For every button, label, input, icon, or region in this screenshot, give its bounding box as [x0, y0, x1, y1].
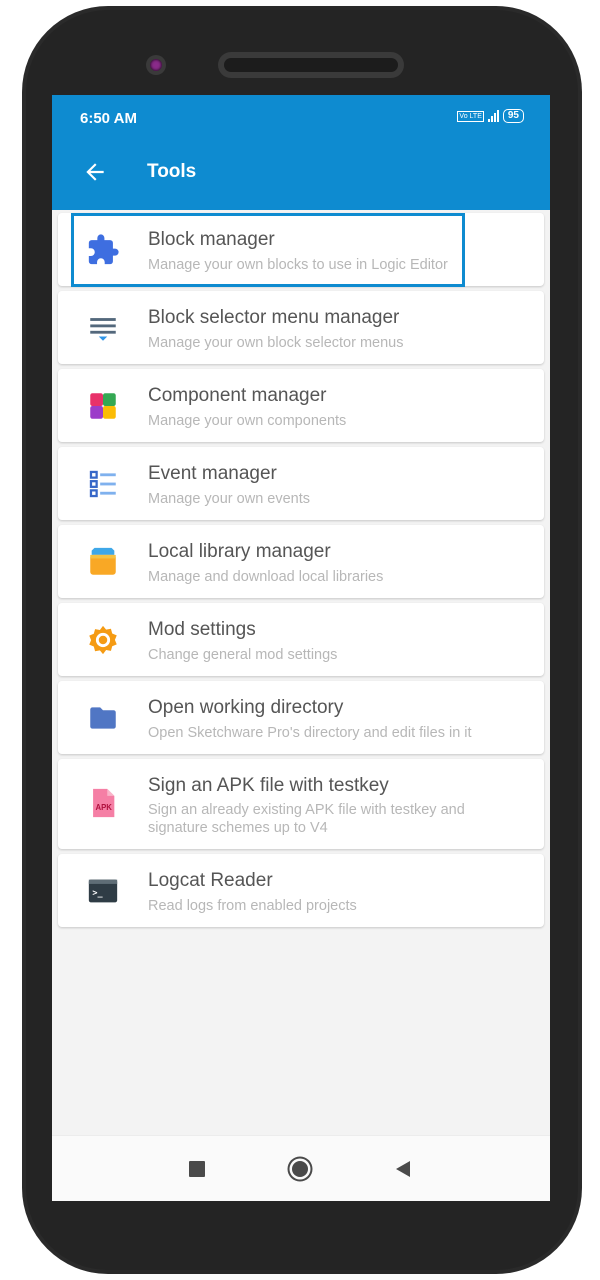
- tool-item-sign-apk[interactable]: APK Sign an APK file with testkey Sign a…: [58, 759, 544, 849]
- tool-title: Open working directory: [148, 697, 344, 718]
- tool-title: Mod settings: [148, 619, 256, 640]
- tool-title: Block selector menu manager: [148, 307, 400, 328]
- tool-title: Sign an APK file with testkey: [148, 775, 389, 796]
- tool-item-mod-settings[interactable]: Mod settings Change general mod settings: [58, 603, 544, 676]
- menu-list-icon: [90, 318, 116, 341]
- tool-subtitle: Change general mod settings: [148, 647, 338, 663]
- app-bar: Tools: [52, 135, 550, 210]
- library-box-icon: [90, 547, 116, 575]
- puzzle-icon: [88, 234, 119, 265]
- back-arrow-icon[interactable]: [82, 159, 108, 185]
- tool-title: Event manager: [148, 463, 277, 484]
- square-icon: [189, 1161, 205, 1177]
- volte-icon: Vo LTE: [457, 110, 484, 122]
- battery-icon: 95: [502, 109, 524, 123]
- page-title: Tools: [147, 161, 197, 182]
- tool-item-logcat-reader[interactable]: >_ Logcat Reader Read logs from enabled …: [58, 854, 544, 927]
- tool-item-local-library-manager[interactable]: Local library manager Manage and downloa…: [58, 525, 544, 598]
- tool-subtitle: Sign an already existing APK file with t…: [148, 802, 465, 836]
- tool-item-block-selector-menu-manager[interactable]: Block selector menu manager Manage your …: [58, 291, 544, 364]
- component-grid-icon: [90, 393, 116, 419]
- tool-subtitle: Manage your own events: [148, 491, 311, 507]
- front-camera: [146, 55, 166, 75]
- navigation-bar: [52, 1135, 550, 1201]
- earpiece-speaker: [218, 52, 404, 78]
- apk-file-icon: APK: [93, 788, 115, 818]
- tool-item-open-working-directory[interactable]: Open working directory Open Sketchware P…: [58, 681, 544, 754]
- triangle-back-icon: [396, 1161, 410, 1177]
- home-button[interactable]: [287, 1156, 313, 1182]
- folder-icon: [90, 707, 116, 729]
- settings-gear-icon: [89, 625, 117, 655]
- selection-highlight: [71, 213, 465, 287]
- tool-subtitle: Manage your own blocks to use in Logic E…: [148, 257, 448, 273]
- tool-item-event-manager[interactable]: Event manager Manage your own events: [58, 447, 544, 520]
- tool-subtitle: Read logs from enabled projects: [148, 898, 357, 914]
- tool-subtitle: Manage your own block selector menus: [148, 335, 404, 351]
- signal-icon: [487, 110, 499, 122]
- tool-title: Local library manager: [148, 541, 331, 562]
- apk-label: APK: [95, 803, 112, 812]
- tool-title: Block manager: [148, 229, 275, 250]
- tool-subtitle: Open Sketchware Pro's directory and edit…: [148, 725, 472, 741]
- back-button[interactable]: [390, 1156, 416, 1182]
- status-icons: Vo LTE 95: [457, 109, 524, 123]
- tool-title: Logcat Reader: [148, 870, 273, 891]
- tool-title: Component manager: [148, 385, 327, 406]
- screen: 6:50 AM Vo LTE 95 Tools Block manager Ma…: [52, 95, 550, 1201]
- event-list-icon: [89, 470, 116, 498]
- recents-button[interactable]: [184, 1156, 210, 1182]
- tool-subtitle: Manage and download local libraries: [148, 569, 384, 585]
- terminal-icon: >_: [88, 879, 118, 903]
- status-time: 6:50 AM: [80, 110, 137, 127]
- status-bar: 6:50 AM Vo LTE 95: [52, 95, 550, 135]
- home-circle-icon: [292, 1161, 308, 1177]
- terminal-prompt: >_: [92, 888, 103, 898]
- tool-item-component-manager[interactable]: Component manager Manage your own compon…: [58, 369, 544, 442]
- tool-subtitle: Manage your own components: [148, 413, 347, 429]
